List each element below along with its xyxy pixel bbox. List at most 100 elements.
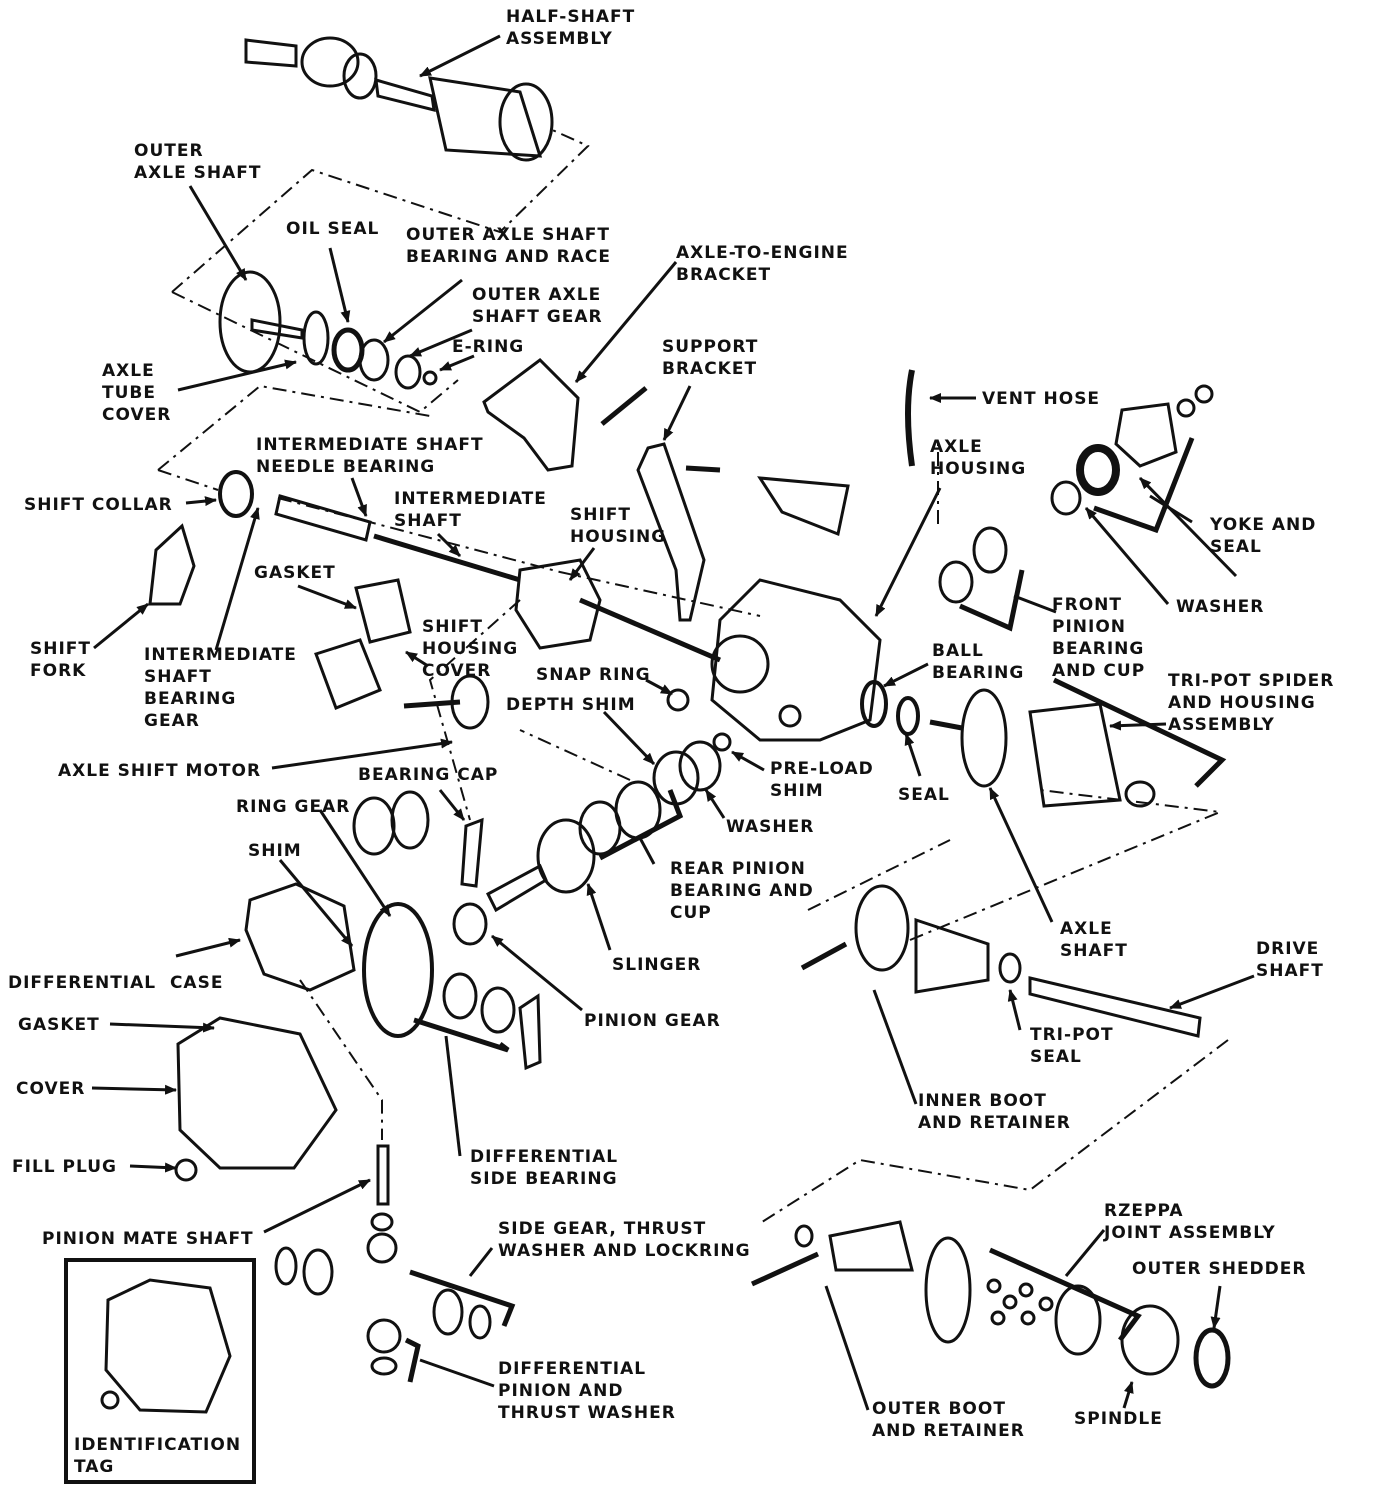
label-shift-housing-cover: SHIFT HOUSING COVER: [422, 617, 519, 681]
label-axle-tube-cover: AXLE TUBE COVER: [102, 361, 172, 425]
ring-gear-part: [362, 902, 434, 1038]
inner-boot-retainer-part: [854, 884, 910, 972]
label-pinion-gear: PINION GEAR: [584, 1011, 721, 1031]
differential-pinion-part: [366, 1318, 402, 1354]
support-bracket-part: [636, 442, 706, 622]
yoke-part: [1114, 402, 1178, 468]
label-bearing-cap: BEARING CAP: [358, 765, 499, 785]
label-snap-ring: SNAP RING: [536, 665, 651, 685]
shift-collar-part: [218, 470, 254, 518]
outer-axle-shaft-part: [218, 270, 282, 374]
label-seal: SEAL: [898, 785, 950, 805]
label-front-pinion-bearing: FRONT PINION BEARING AND CUP: [1052, 595, 1146, 681]
depth-shim-part: [652, 750, 700, 806]
label-shift-collar: SHIFT COLLAR: [24, 495, 173, 515]
tri-pot-housing-part: [1028, 702, 1122, 808]
label-washer-right: WASHER: [1176, 597, 1265, 617]
label-differential-side-bearing: DIFFERENTIAL SIDE BEARING: [470, 1147, 619, 1189]
label-rear-pinion-bearing: REAR PINION BEARING AND CUP: [670, 859, 814, 923]
drive-shaft-part: [1028, 976, 1202, 1038]
label-pre-load-shim: PRE-LOAD SHIM: [770, 759, 874, 801]
label-yoke-and-seal: YOKE AND SEAL: [1210, 515, 1317, 557]
shift-housing-cover-part: [314, 638, 382, 710]
axle-shift-motor-part: [450, 674, 490, 730]
axle-housing-part: [710, 578, 882, 742]
oil-seal-part: [331, 327, 365, 373]
identification-tag-cover-part: [104, 1278, 232, 1414]
label-half-shaft-assembly: HALF-SHAFT ASSEMBLY: [506, 7, 636, 49]
bearing-cap-part: [460, 817, 484, 888]
axle-tube-cover-part: [302, 310, 330, 366]
label-side-gear: SIDE GEAR, THRUST WASHER AND LOCKRING: [498, 1219, 751, 1261]
ball-bearing-part: [860, 680, 888, 728]
label-e-ring: E-RING: [452, 337, 525, 357]
differential-case-part: [244, 882, 356, 992]
label-cover: COVER: [16, 1079, 86, 1099]
seal-part: [1076, 444, 1120, 496]
identification-tag-inset: [64, 1258, 256, 1484]
label-support-bracket: SUPPORT BRACKET: [662, 337, 759, 379]
label-outer-shedder: OUTER SHEDDER: [1132, 1259, 1307, 1279]
seal-center-part: [896, 696, 920, 736]
label-inner-boot: INNER BOOT AND RETAINER: [918, 1091, 1071, 1133]
cover-part: [176, 1016, 338, 1170]
slinger-part: [536, 818, 596, 894]
inner-boot-part: [914, 917, 990, 994]
rzeppa-joint-balls: [986, 1278, 1054, 1326]
bearing-cap-cup-part: [352, 796, 396, 856]
rzeppa-cage-part: [1054, 1284, 1102, 1356]
snap-ring-part: [666, 688, 690, 712]
washer-right-part: [1050, 480, 1082, 516]
label-intermediate-shaft-needle-bearing: INTERMEDIATE SHAFT NEEDLE BEARING: [256, 435, 484, 477]
label-axle-shaft: AXLE SHAFT: [1060, 919, 1128, 961]
small-bracket-part: [757, 476, 850, 537]
rear-pinion-cup-part: [614, 780, 662, 840]
label-vent-hose: VENT HOSE: [982, 389, 1101, 409]
fill-plug-part: [174, 1158, 198, 1182]
differential-side-bearing-part: [442, 972, 478, 1020]
label-tri-pot-spider: TRI-POT SPIDER AND HOUSING ASSEMBLY: [1168, 671, 1335, 735]
gasket-part: [354, 578, 412, 644]
outer-bearing-part: [358, 338, 390, 382]
axle-shaft-flange-part: [960, 688, 1008, 788]
outer-boot-part: [828, 1220, 914, 1272]
label-differential-case: DIFFERENTIAL CASE: [8, 973, 224, 993]
label-outer-axle-shaft-gear: OUTER AXLE SHAFT GEAR: [472, 285, 603, 327]
label-outer-axle-shaft: OUTER AXLE SHAFT: [134, 141, 262, 183]
label-outer-boot: OUTER BOOT AND RETAINER: [872, 1399, 1025, 1441]
half-shaft-part: [244, 36, 554, 162]
shift-fork-part: [148, 523, 196, 606]
label-ball-bearing: BALL BEARING: [932, 641, 1025, 683]
label-shim: SHIM: [248, 841, 302, 861]
axle-to-engine-bracket-part: [482, 358, 580, 472]
label-spindle: SPINDLE: [1074, 1409, 1163, 1429]
outer-shedder-part: [1193, 1327, 1231, 1389]
pinion-gear-shaft-part: [486, 863, 548, 913]
label-shift-fork: SHIFT FORK: [30, 639, 92, 681]
label-pinion-mate-shaft: PINION MATE SHAFT: [42, 1229, 254, 1249]
intermediate-shaft-part: [274, 494, 372, 542]
label-differential-pinion: DIFFERENTIAL PINION AND THRUST WASHER: [498, 1359, 676, 1423]
label-fill-plug: FILL PLUG: [12, 1157, 117, 1177]
front-pinion-bearing-part: [972, 526, 1008, 574]
label-intermediate-shaft-bearing-gear: INTERMEDIATE SHAFT BEARING GEAR: [144, 645, 297, 731]
label-intermediate-shaft: INTERMEDIATE SHAFT: [394, 489, 547, 531]
label-axle-shift-motor: AXLE SHIFT MOTOR: [58, 761, 262, 781]
label-axle-to-engine-bracket: AXLE-TO-ENGINE BRACKET: [676, 243, 849, 285]
spindle-part: [1120, 1304, 1180, 1376]
label-oil-seal: OIL SEAL: [286, 219, 380, 239]
outer-gear-part: [394, 354, 422, 390]
label-tri-pot-seal: TRI-POT SEAL: [1030, 1025, 1114, 1067]
label-rzeppa-joint: RZEPPA JOINT ASSEMBLY: [1104, 1201, 1276, 1243]
label-gasket-top: GASKET: [254, 563, 336, 583]
grouping-brackets: [404, 437, 1227, 1383]
label-shift-housing: SHIFT HOUSING: [570, 505, 667, 547]
front-pinion-cup-part: [938, 560, 974, 604]
pinion-mate-shaft-part: [376, 1144, 390, 1206]
shift-housing-part: [514, 558, 602, 650]
vent-hose-part: [905, 369, 915, 467]
side-gear-part: [432, 1288, 464, 1336]
label-drive-shaft: DRIVE SHAFT: [1256, 939, 1324, 981]
